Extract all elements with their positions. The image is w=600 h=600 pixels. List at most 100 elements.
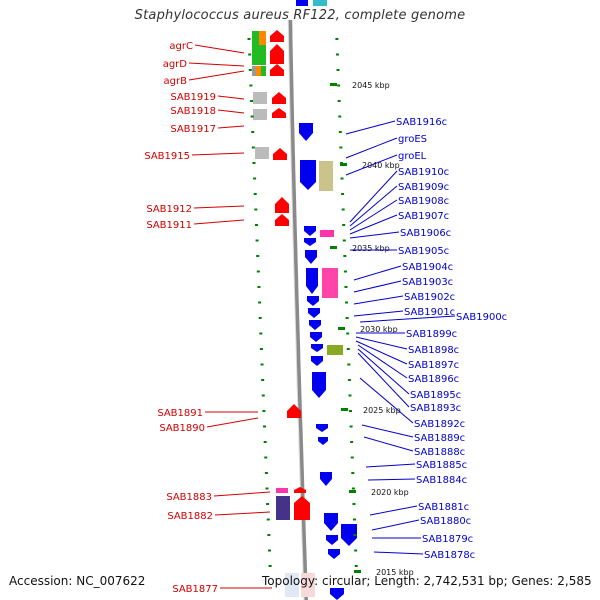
gene-label-reverse: SAB1889c bbox=[414, 433, 465, 444]
tick-dash-right bbox=[337, 100, 341, 102]
tick-dash-right bbox=[352, 503, 356, 505]
tick-dash-right bbox=[353, 518, 357, 521]
tick-dash-right bbox=[351, 487, 355, 490]
tick-dash-left bbox=[255, 239, 259, 242]
tick-dash-left bbox=[256, 270, 260, 273]
tick-dash-right bbox=[345, 301, 349, 304]
label-leader-line bbox=[359, 315, 456, 323]
gene-label-reverse: SAB1896c bbox=[408, 374, 459, 385]
gene-feature-block bbox=[285, 573, 299, 597]
label-leader-line bbox=[193, 219, 245, 225]
gene-label-reverse: SAB1906c bbox=[400, 228, 451, 239]
scale-tick-mark bbox=[340, 163, 347, 166]
gene-feature-block bbox=[252, 45, 266, 65]
tick-dash-left bbox=[253, 193, 257, 195]
tick-dash-right bbox=[348, 394, 352, 397]
gene-label-reverse: SAB1901c bbox=[404, 307, 455, 318]
tick-dash-left bbox=[251, 146, 255, 149]
tick-dash-right bbox=[342, 224, 346, 226]
gene-feature-block bbox=[322, 268, 338, 298]
scale-tick-label: 2015 kbp bbox=[376, 568, 414, 577]
tick-dash-left bbox=[250, 115, 254, 118]
tick-dash-right bbox=[340, 177, 344, 180]
label-leader-line bbox=[355, 340, 408, 365]
reverse-gene-arrow bbox=[305, 250, 317, 264]
gene-feature-block bbox=[252, 31, 259, 45]
gene-label-reverse: SAB1879c bbox=[422, 534, 473, 545]
label-leader-line bbox=[353, 280, 402, 293]
label-leader-line bbox=[355, 336, 408, 350]
gene-label-forward: SAB1890 bbox=[159, 423, 205, 434]
label-leader-line bbox=[359, 377, 414, 424]
tick-dash-left bbox=[263, 441, 267, 443]
gene-label-forward: SAB1891 bbox=[157, 408, 203, 419]
scale-tick-mark bbox=[354, 570, 361, 573]
scale-tick-label: 2040 kbp bbox=[362, 161, 400, 170]
reverse-gene-arrow bbox=[311, 344, 323, 352]
label-leader-line bbox=[353, 295, 404, 305]
reverse-gene-arrow bbox=[318, 437, 328, 445]
gene-feature-block bbox=[253, 92, 267, 104]
gene-label-reverse: SAB1903c bbox=[402, 277, 453, 288]
label-leader-line bbox=[363, 436, 414, 452]
label-leader-line bbox=[345, 137, 398, 159]
forward-gene-arrow bbox=[270, 44, 284, 64]
tick-dash-right bbox=[346, 332, 350, 335]
tick-dash-right bbox=[338, 115, 342, 118]
tick-dash-right bbox=[335, 53, 339, 56]
tick-dash-right bbox=[354, 565, 358, 567]
tick-dash-right bbox=[350, 441, 354, 443]
label-leader-line bbox=[345, 154, 398, 176]
gene-label-reverse: SAB1904c bbox=[402, 262, 453, 273]
tick-dash-right bbox=[336, 69, 340, 71]
scale-tick-label: 2025 kbp bbox=[363, 406, 401, 415]
reverse-gene-arrow bbox=[330, 588, 344, 600]
gene-label-reverse: SAB1881c bbox=[418, 502, 469, 513]
tick-dash-left bbox=[264, 472, 268, 474]
gene-feature-block bbox=[320, 230, 334, 237]
gene-feature-block bbox=[319, 161, 333, 191]
tick-dash-left bbox=[257, 286, 261, 288]
gene-label-reverse: SAB1897c bbox=[408, 360, 459, 371]
gene-feature-block bbox=[259, 31, 266, 45]
tick-dash-left bbox=[260, 363, 264, 366]
reverse-gene-arrow bbox=[306, 268, 318, 294]
tick-dash-left bbox=[258, 317, 262, 319]
map-title: Staphylococcus aureus RF122, complete ge… bbox=[134, 8, 466, 23]
reverse-gene-arrow bbox=[324, 513, 338, 531]
scale-tick-mark bbox=[330, 246, 337, 249]
tick-dash-right bbox=[343, 270, 347, 273]
tick-dash-left bbox=[261, 379, 265, 381]
gene-label-reverse: SAB1893c bbox=[410, 403, 461, 414]
gene-label-forward: SAB1919 bbox=[170, 92, 216, 103]
topology-text: Topology: circular; Length: 2,742,531 bp… bbox=[262, 574, 592, 588]
gene-label-forward: SAB1917 bbox=[170, 124, 216, 135]
label-leader-line bbox=[213, 491, 271, 497]
gene-label-reverse: SAB1892c bbox=[414, 419, 465, 430]
gene-label-forward: agrB bbox=[164, 76, 188, 87]
reverse-gene-arrow bbox=[341, 524, 357, 546]
label-leader-line bbox=[361, 424, 414, 438]
forward-gene-arrow bbox=[273, 148, 287, 160]
gene-label-forward: SAB1918 bbox=[170, 106, 216, 117]
reverse-gene-arrow bbox=[310, 332, 322, 342]
gene-label-forward: SAB1911 bbox=[146, 220, 192, 231]
tick-dash-left bbox=[267, 534, 271, 536]
gene-label-reverse: SAB1916c bbox=[396, 117, 447, 128]
label-leader-line bbox=[373, 551, 424, 555]
tick-dash-left bbox=[267, 549, 271, 552]
label-leader-line bbox=[217, 125, 245, 129]
gene-label-reverse: SAB1885c bbox=[416, 460, 467, 471]
tick-dash-left bbox=[252, 162, 256, 164]
tick-dash-left bbox=[256, 255, 260, 257]
tick-dash-right bbox=[338, 131, 342, 133]
reverse-gene-arrow bbox=[316, 424, 328, 432]
tick-dash-left bbox=[266, 503, 270, 505]
tick-dash-right bbox=[353, 534, 357, 536]
scale-tick-label: 2035 kbp bbox=[352, 244, 390, 253]
label-leader-line bbox=[206, 417, 259, 428]
tick-dash-right bbox=[351, 472, 355, 474]
reverse-gene-arrow bbox=[326, 535, 338, 545]
tick-dash-left bbox=[248, 69, 252, 71]
gene-label-forward: agrC bbox=[169, 41, 193, 52]
